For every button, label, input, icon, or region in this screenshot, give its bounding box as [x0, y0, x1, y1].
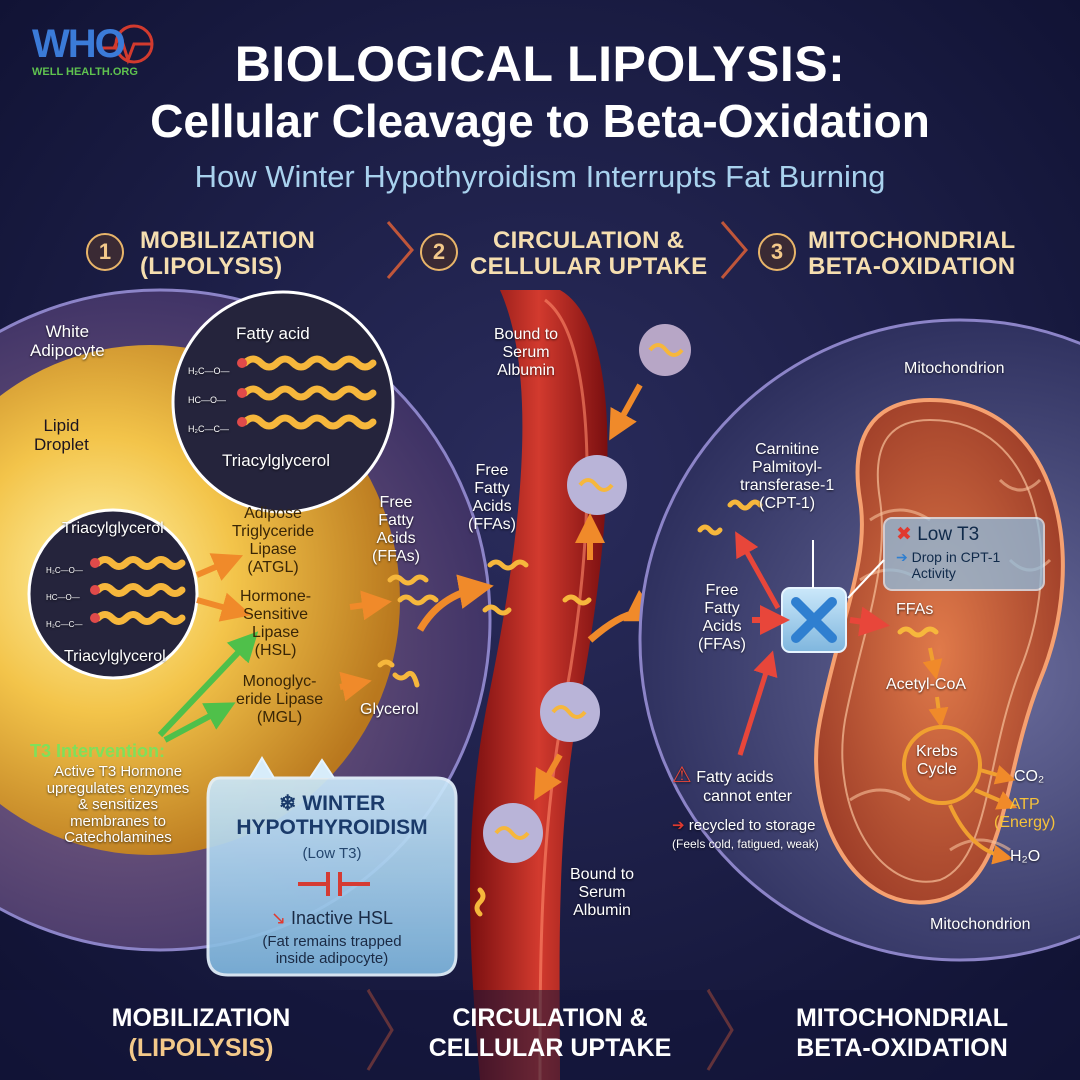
ffa-bounce-arrow-down [737, 650, 778, 756]
page-title-line2: Cellular Cleavage to Beta-Oxidation [150, 95, 930, 147]
footer-step-2: CIRCULATION &CELLULAR UPTAKE [428, 1004, 672, 1062]
snowflake-icon: ❄ [278, 792, 297, 815]
glycerol-backbone-left: H₂C—O—HC—O—H₂C—C— [46, 566, 83, 629]
mitochondrion-label-top: Mitochondrion [904, 360, 1005, 377]
blocked-x-icon [791, 597, 837, 643]
x-mark-icon: ✖ [896, 524, 912, 545]
triacylglycerol-label-left-top: Triacylglycerol [62, 520, 164, 537]
step-number-1: 1 [86, 233, 124, 271]
triacylglycerol-label-top: Triacylglycerol [222, 451, 331, 470]
ffas-inside-label: FFAs [896, 601, 934, 618]
enzyme-mgl-label: Monoglyc-eride Lipase(MGL) [236, 673, 324, 726]
triacylglycerol-label-left-bottom: Triacylglycerol [64, 648, 166, 665]
trend-down-icon: ↘ [270, 908, 286, 928]
recycled-text: ➔ recycled to storage [672, 817, 816, 834]
krebs-cycle-ring [902, 725, 982, 805]
icicles [249, 756, 335, 779]
fatty-acid-label: Fatty acid [236, 324, 310, 343]
atp-label: ATP(Energy) [994, 796, 1056, 831]
heartbeat-icon [100, 29, 152, 65]
arrow-mgl-to-glycerol [339, 671, 372, 702]
ffas-to-acetylcoa-arrow [922, 647, 943, 680]
fatty-acid-chains-left [94, 556, 186, 625]
low-t3-leader [847, 559, 885, 599]
zoom-circle-top [171, 290, 395, 514]
inactive-hsl-label: ↘ Inactive HSL [270, 908, 394, 928]
arrow-ffa-to-vessel [416, 574, 494, 632]
h2o-label: H₂O [1010, 848, 1041, 865]
logo-subtitle: WELL HEALTH.ORG [32, 66, 138, 78]
ffa-squiggles-left [377, 574, 439, 688]
inhibitor-symbol [298, 872, 370, 896]
acetyl-coa-label: Acetyl-CoA [886, 676, 967, 693]
acetylcoa-to-krebs-arrow [928, 696, 949, 728]
ester-dots-left [90, 558, 100, 623]
glycerol-label: Glycerol [360, 701, 419, 718]
low-t3-detail: ➔ Drop in CPT-1 Activity [896, 549, 1001, 581]
arrow-to-atgl [195, 553, 244, 581]
cpt1-into-mito-arrow [849, 606, 890, 637]
arrow-right-icon: ➔ [896, 549, 908, 565]
krebs-to-atp-arrow [974, 788, 1018, 810]
header-chevron-1 [386, 221, 414, 279]
warning-icon: ⚠ [672, 762, 692, 787]
footer-band [0, 990, 1080, 1080]
krebs-to-h2o-arrow [948, 804, 1013, 865]
arrow-hsl-to-ffa [349, 590, 392, 621]
page-title: BIOLOGICAL LIPOLYSIS: [234, 36, 846, 92]
ffa-bounce-arrow-up [735, 531, 781, 610]
krebs-to-co2-arrow [979, 765, 1016, 785]
arrow-right-icon: ➔ [672, 817, 685, 834]
step-1-heading: MOBILIZATION(LIPOLYSIS) [140, 227, 316, 280]
glycerol-backbone-top: H₂C—O—HC—O—H₂C—C— [188, 366, 230, 434]
footer-step-1: MOBILIZATION(LIPOLYSIS) [111, 1004, 291, 1062]
arrow-to-hsl [196, 592, 252, 622]
header-chevron-2 [720, 221, 748, 279]
vessel-arrow-3 [534, 753, 563, 801]
low-t3-title: ✖ Low T3 [896, 524, 980, 545]
vessel-arrow-1 [609, 383, 643, 441]
t3-arrow-hsl [157, 631, 259, 738]
t3-arrow-mgl [163, 702, 236, 743]
winter-panel-bg [206, 776, 458, 977]
t3-intervention-title: T3 Intervention: [30, 741, 166, 761]
albumin-molecules [483, 324, 691, 863]
step-2-heading: CIRCULATION &CELLULAR UPTAKE [470, 227, 708, 280]
ffa-squiggles-right [697, 499, 939, 638]
low-t3-box [883, 517, 1045, 591]
page-subtitle: How Winter Hypothyroidism Interrupts Fat… [194, 159, 886, 194]
ffa-squiggles-vessel [474, 559, 592, 917]
mitochondrion-label-bottom: Mitochondrion [930, 916, 1031, 933]
co2-label: CO₂ [1014, 768, 1045, 785]
symptoms-text: (Feels cold, fatigued, weak) [672, 837, 819, 851]
fatty-acid-chains-top [241, 355, 377, 430]
ester-dots-top [237, 358, 247, 427]
winter-subtitle: (Low T3) [302, 845, 362, 862]
logo-wordmark: WHO [32, 22, 126, 66]
step-number-3: 3 [758, 233, 796, 271]
warning-text: ⚠ Fatty acids cannot enter [672, 762, 793, 805]
step-number-2: 2 [420, 233, 458, 271]
